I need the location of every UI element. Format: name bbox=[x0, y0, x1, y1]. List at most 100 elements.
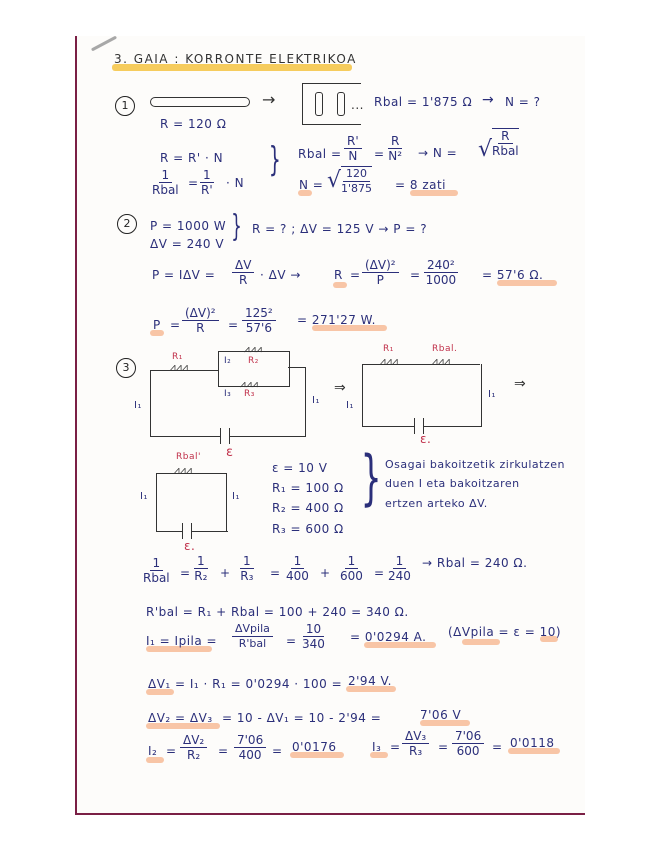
given-dv: ΔV = 240 V bbox=[150, 237, 225, 251]
equals: = bbox=[350, 268, 361, 282]
r-answer: = 57'6 Ω. bbox=[482, 268, 544, 282]
equals: = bbox=[218, 744, 229, 758]
resistor-zigzag: ⩘⩘⩘ bbox=[170, 362, 189, 373]
resistor-zigzag: ⩘⩘⩘ bbox=[240, 379, 259, 390]
notebook-page bbox=[75, 36, 585, 815]
highlight-i3 bbox=[370, 752, 388, 758]
implies-arrow: ⇒ bbox=[334, 380, 347, 396]
equals: = bbox=[170, 318, 181, 332]
equals: = bbox=[286, 634, 297, 648]
label-r1: R₁ bbox=[172, 352, 183, 362]
dv1-lhs: ΔV₁ bbox=[148, 677, 171, 691]
statement-line-1: Osagai bakoitzetik zirkulatzen bbox=[385, 458, 565, 471]
implies-arrow-2: ⇒ bbox=[514, 376, 527, 392]
given-r1: R₁ = 100 Ω bbox=[272, 481, 344, 495]
rbal-given: Rbal = 1'875 Ω bbox=[374, 95, 473, 109]
current-note: (ΔVpila = ε = 10) bbox=[448, 625, 562, 639]
label-r2: R₂ bbox=[248, 356, 259, 366]
equals: = bbox=[166, 744, 177, 758]
highlight-dv23 bbox=[146, 723, 220, 729]
r-label: R bbox=[334, 268, 343, 282]
dv1-expr: = I₁ · R₁ = 0'0294 · 100 = bbox=[175, 677, 343, 691]
resistor-zigzag: ⩘⩘⩘ bbox=[380, 356, 399, 367]
exercise-number-3: 3 bbox=[116, 358, 136, 378]
times-n: · N bbox=[226, 176, 245, 190]
resistor-2 bbox=[337, 92, 345, 116]
highlight-i3-result bbox=[508, 748, 560, 754]
equals: = bbox=[188, 176, 199, 190]
p-tail: · ΔV → bbox=[260, 268, 301, 282]
equals: = bbox=[228, 318, 239, 332]
n-label: N = bbox=[299, 178, 324, 192]
label-i1-left: I₁ bbox=[140, 491, 148, 502]
resistor-zigzag: ⩘⩘⩘ bbox=[174, 465, 193, 476]
i2-lhs: I₂ bbox=[148, 744, 158, 758]
equals: = bbox=[390, 740, 401, 754]
label-emf: ε. bbox=[184, 539, 196, 553]
current-lhs: I₁ = Ipila = bbox=[146, 634, 218, 648]
highlight-dv1 bbox=[146, 689, 174, 695]
battery bbox=[414, 418, 424, 434]
highlight-n bbox=[298, 190, 312, 196]
brace: } bbox=[268, 140, 281, 180]
label-i1-left: I₁ bbox=[346, 400, 354, 411]
brace-3: } bbox=[360, 443, 382, 513]
dv23-lhs: ΔV₂ = ΔV₃ bbox=[148, 711, 213, 725]
title-highlight bbox=[112, 64, 352, 71]
highlight-dv1-result bbox=[346, 686, 396, 692]
frac-rprime-n: R'N bbox=[344, 134, 362, 163]
question-2: R = ? ; ΔV = 125 V → P = ? bbox=[252, 222, 428, 236]
label-i1-right: I₁ bbox=[488, 389, 496, 400]
wire-cylinder bbox=[150, 97, 250, 107]
answer-1: = 8 zati bbox=[395, 178, 447, 192]
label-i3: I₃ bbox=[224, 389, 232, 399]
resistor-zigzag: ⩘⩘⩘ bbox=[244, 344, 263, 355]
equals: = bbox=[374, 147, 385, 161]
statement-line-2: duen I eta bakoitzaren bbox=[385, 477, 520, 490]
sqrt-sign: √ bbox=[478, 137, 493, 162]
highlight-i1 bbox=[146, 646, 212, 652]
series-equation: R'bal = R₁ + Rbal = 100 + 240 = 340 Ω. bbox=[146, 605, 409, 619]
rbal-eq-label: Rbal = bbox=[298, 147, 342, 161]
statement-line-3: ertzen arteko ΔV. bbox=[385, 497, 488, 510]
equals: = bbox=[492, 740, 503, 754]
equals: = bbox=[410, 268, 421, 282]
exercise-number-1: 1 bbox=[115, 96, 135, 116]
given-p: P = 1000 W bbox=[150, 219, 227, 233]
label-emf: ε bbox=[226, 445, 234, 460]
label-emf: ε. bbox=[420, 432, 432, 446]
highlight-dv23-result bbox=[420, 720, 470, 726]
highlight-answer-1 bbox=[410, 190, 458, 196]
p2-label: P bbox=[153, 318, 161, 332]
target-n: N = ? bbox=[505, 95, 541, 109]
given-r3: R₃ = 600 Ω bbox=[272, 522, 344, 536]
highlight-i2-result bbox=[290, 752, 344, 758]
highlight-i2 bbox=[146, 757, 164, 763]
given-r: R = 120 Ω bbox=[160, 117, 227, 131]
dv1-result: 2'94 V. bbox=[348, 674, 392, 688]
label-rbal: Rbal. bbox=[432, 344, 458, 354]
ellipsis: ... bbox=[351, 98, 364, 112]
equals: = bbox=[438, 740, 449, 754]
n-eq-label: → N = bbox=[418, 146, 458, 160]
highlight-r bbox=[333, 282, 347, 288]
battery bbox=[220, 428, 230, 444]
label-i1-right: I₁ bbox=[232, 491, 240, 502]
label-i1-left: I₁ bbox=[134, 400, 142, 411]
dv23-expr: = 10 - ΔV₁ = 10 - 2'94 = bbox=[222, 711, 382, 725]
label-r1: R₁ bbox=[383, 344, 394, 354]
battery bbox=[182, 523, 192, 539]
